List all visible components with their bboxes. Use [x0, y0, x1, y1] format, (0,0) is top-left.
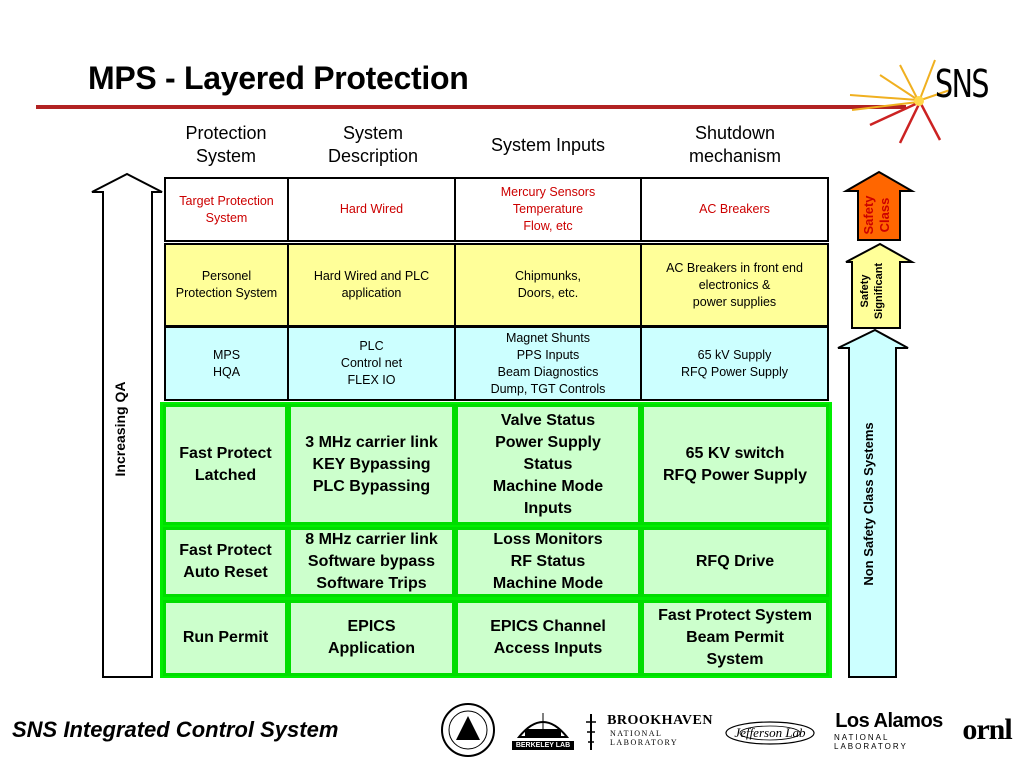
cell-3mhz-carrier-link: 3 MHz carrier link KEY Bypassing PLC Byp…	[288, 404, 455, 525]
safety-class-arrow-icon	[842, 170, 916, 241]
cell-loss-monitors: Loss Monitors RF Status Machine Mode	[455, 527, 641, 597]
cell-chipmunks: Chipmunks, Doors, etc.	[454, 243, 642, 327]
brookhaven-sub: NATIONAL LABORATORY	[610, 729, 679, 747]
cell-65kv-supply: 65 kV Supply RFQ Power Supply	[640, 326, 829, 401]
los-alamos-sub: NATIONAL LABORATORY	[834, 732, 908, 751]
cell-mps-hqa: MPS HQA	[164, 326, 289, 401]
footer-title: SNS Integrated Control System	[12, 717, 339, 742]
cell-ac-breakers-front-end: AC Breakers in front end electronics & p…	[640, 243, 829, 327]
column-header-system-description: System Description	[327, 123, 419, 166]
ornl-logo: ornl	[956, 700, 1018, 760]
berkeley-building-icon	[516, 712, 570, 738]
cell-fast-protect-latched: Fast Protect Latched	[163, 404, 288, 525]
column-header-shutdown-mechanism: Shutdown mechanism	[688, 123, 782, 166]
cell-fast-protect-system: Fast Protect System Beam Permit System	[641, 600, 829, 676]
cell-magnet-shunts: Magnet Shunts PPS Inputs Beam Diagnostic…	[454, 326, 642, 401]
title-rule	[36, 105, 906, 109]
brookhaven-name: BROOKHAVEN	[607, 713, 713, 728]
cell-epics-channel-access: EPICS Channel Access Inputs	[455, 600, 641, 676]
cell-8mhz-carrier-link: 8 MHz carrier link Software bypass Softw…	[288, 527, 455, 597]
cell-target-protection: Target Protection System	[164, 177, 289, 242]
cell-65kv-switch: 65 KV switch RFQ Power Supply	[641, 404, 829, 525]
cell-personel-protection: Personel Protection System	[164, 243, 289, 327]
safety-class-label: Safety Class	[861, 195, 892, 235]
column-header-protection-system: Protection System	[185, 123, 267, 166]
ornl-text: ornl	[962, 713, 1012, 746]
berkeley-lab-text: BERKELEY LAB	[511, 740, 575, 750]
cell-mercury-sensors: Mercury Sensors Temperature Flow, etc	[454, 177, 642, 242]
jefferson-lab-swirl-icon	[725, 721, 815, 745]
increasing-qa-label: Increasing QA	[112, 381, 128, 477]
sns-logo-text: SNS	[935, 62, 989, 106]
cell-ac-breakers: AC Breakers	[640, 177, 829, 242]
cell-hard-wired-plc: Hard Wired and PLC application	[287, 243, 456, 327]
column-header-system-inputs: System Inputs	[490, 135, 606, 155]
safety-significant-label: Safety Significant	[859, 262, 885, 320]
cell-fast-protect-auto-reset: Fast Protect Auto Reset	[163, 527, 288, 597]
cell-run-permit: Run Permit	[163, 600, 288, 676]
cell-hard-wired: Hard Wired	[287, 177, 456, 242]
cell-rfq-drive: RFQ Drive	[641, 527, 829, 597]
los-alamos-logo: Los Alamos NATIONAL LABORATORY	[834, 700, 944, 760]
argonne-seal-icon	[441, 703, 495, 757]
brookhaven-logo: BROOKHAVEN NATIONAL LABORATORY	[607, 700, 713, 760]
sns-logo-icon	[849, 59, 951, 144]
antenna-mark-icon	[586, 714, 596, 750]
non-safety-arrow-icon	[837, 328, 909, 678]
los-alamos-name: Los Alamos	[835, 709, 943, 732]
safety-significant-arrow-icon	[845, 242, 916, 329]
increasing-qa-arrow-icon	[91, 172, 163, 678]
cell-valve-status: Valve Status Power Supply Status Machine…	[455, 404, 641, 525]
non-safety-class-label: Non Safety Class Systems	[861, 422, 876, 586]
jefferson-lab-text: Jefferson Lab	[734, 725, 806, 740]
cell-epics-application: EPICS Application	[288, 600, 455, 676]
page-title: MPS - Layered Protection	[88, 60, 469, 96]
cell-plc-control-net: PLC Control net FLEX IO	[287, 326, 456, 401]
jefferson-lab-logo: Jefferson Lab	[720, 700, 820, 760]
berkeley-lab-logo: BERKELEY LAB	[510, 700, 576, 760]
